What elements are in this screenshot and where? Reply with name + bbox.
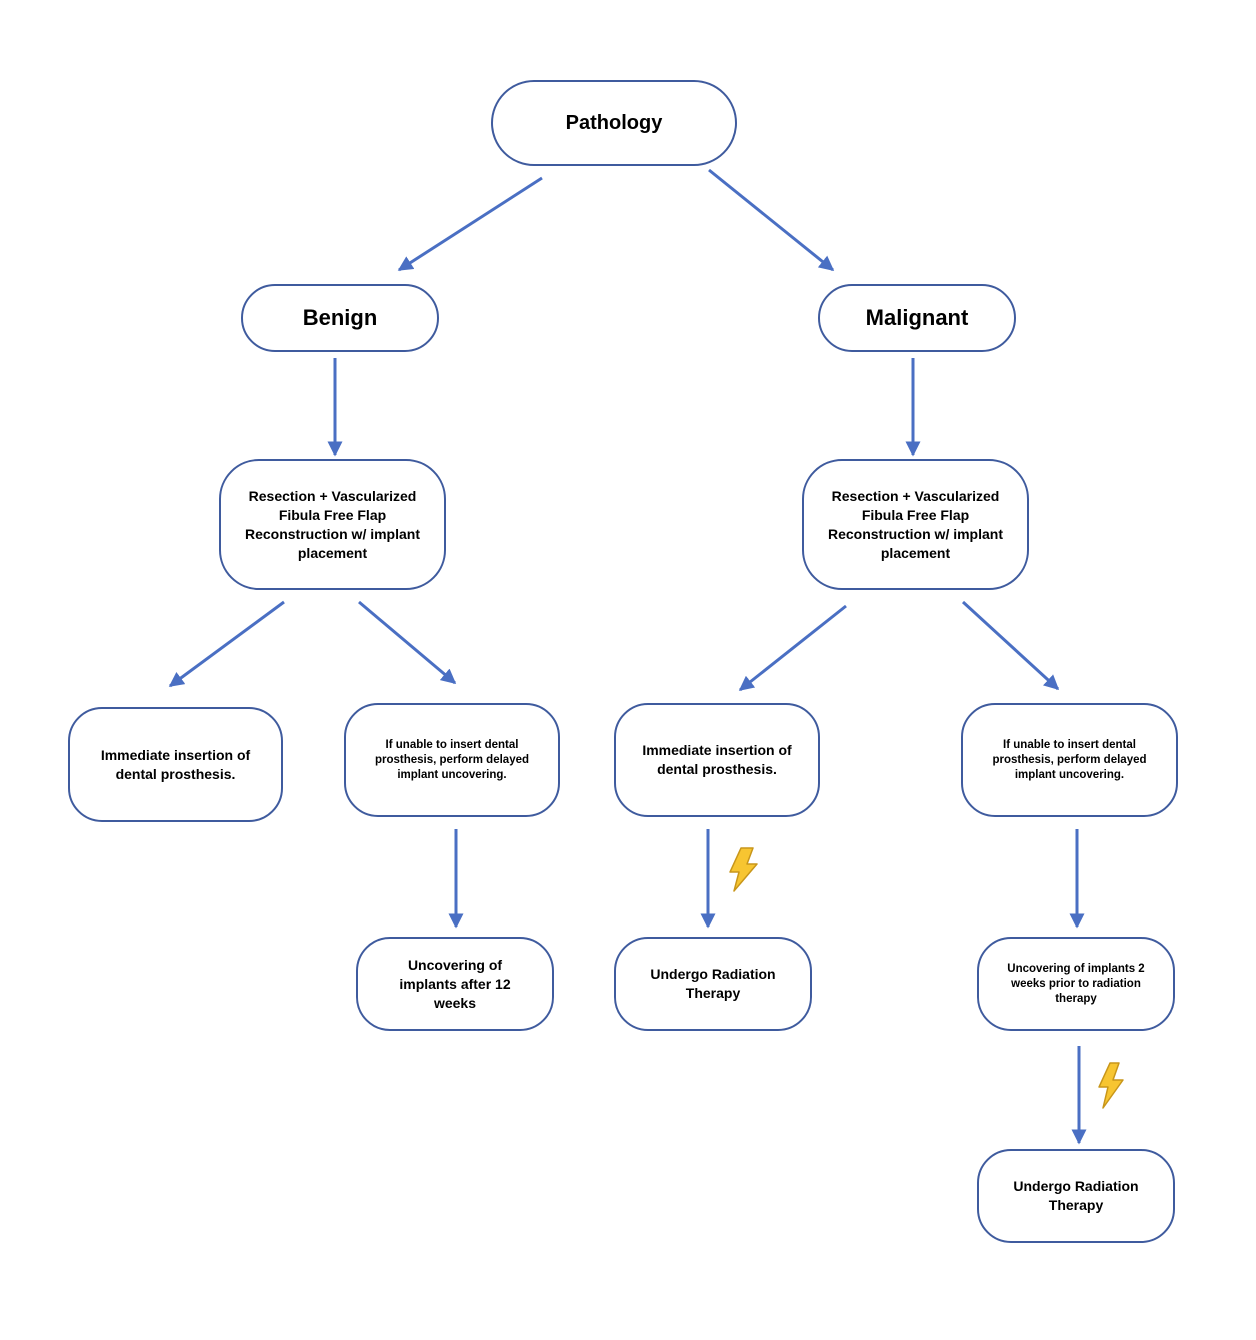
node-malignant-radiation-2: Undergo Radiation Therapy <box>977 1149 1175 1243</box>
node-benign-resection-label: Resection + Vascularized Fibula Free Fla… <box>244 487 420 561</box>
arrow-pathology-to-malignant <box>708 168 835 272</box>
node-benign-resection: Resection + Vascularized Fibula Free Fla… <box>219 459 446 590</box>
node-malignant: Malignant <box>818 284 1016 352</box>
node-benign-immediate-label: Immediate insertion of dental prosthesis… <box>100 746 251 782</box>
node-malignant-delayed-label: If unable to insert dental prosthesis, p… <box>992 738 1147 781</box>
node-malignant-label: Malignant <box>865 305 969 330</box>
node-benign-uncovering: Uncovering of implants after 12 weeks <box>356 937 554 1031</box>
arrow-malignant-resection-to-delayed <box>961 600 1060 691</box>
lightning-bolt-icon <box>729 847 758 892</box>
node-malignant-delayed: If unable to insert dental prosthesis, p… <box>961 703 1178 817</box>
arrow-benign-resection-to-delayed <box>358 600 457 685</box>
node-benign: Benign <box>241 284 439 352</box>
node-benign-label: Benign <box>302 305 378 330</box>
node-pathology-label: Pathology <box>565 111 663 134</box>
node-malignant-radiation-2-label: Undergo Radiation Therapy <box>1013 1178 1139 1213</box>
arrow-benign-resection-to-immediate <box>168 600 285 688</box>
node-benign-delayed-label: If unable to insert dental prosthesis, p… <box>374 738 530 781</box>
node-pathology: Pathology <box>491 80 737 166</box>
node-malignant-uncovering-label: Uncovering of implants 2 weeks prior to … <box>1007 962 1145 1005</box>
node-benign-immediate: Immediate insertion of dental prosthesis… <box>68 707 283 822</box>
node-malignant-resection-label: Resection + Vascularized Fibula Free Fla… <box>827 487 1003 561</box>
node-benign-uncovering-label: Uncovering of implants after 12 weeks <box>399 956 511 1011</box>
node-malignant-uncovering: Uncovering of implants 2 weeks prior to … <box>977 937 1175 1031</box>
arrow-pathology-to-benign <box>397 176 543 272</box>
node-benign-delayed: If unable to insert dental prosthesis, p… <box>344 703 560 817</box>
node-malignant-immediate: Immediate insertion of dental prosthesis… <box>614 703 820 817</box>
node-malignant-resection: Resection + Vascularized Fibula Free Fla… <box>802 459 1029 590</box>
lightning-bolt-icon <box>1098 1062 1124 1109</box>
node-malignant-radiation-1-label: Undergo Radiation Therapy <box>650 966 776 1001</box>
arrow-malignant-resection-to-immediate <box>738 604 847 692</box>
node-malignant-radiation-1: Undergo Radiation Therapy <box>614 937 812 1031</box>
node-malignant-immediate-label: Immediate insertion of dental prosthesis… <box>642 742 792 777</box>
